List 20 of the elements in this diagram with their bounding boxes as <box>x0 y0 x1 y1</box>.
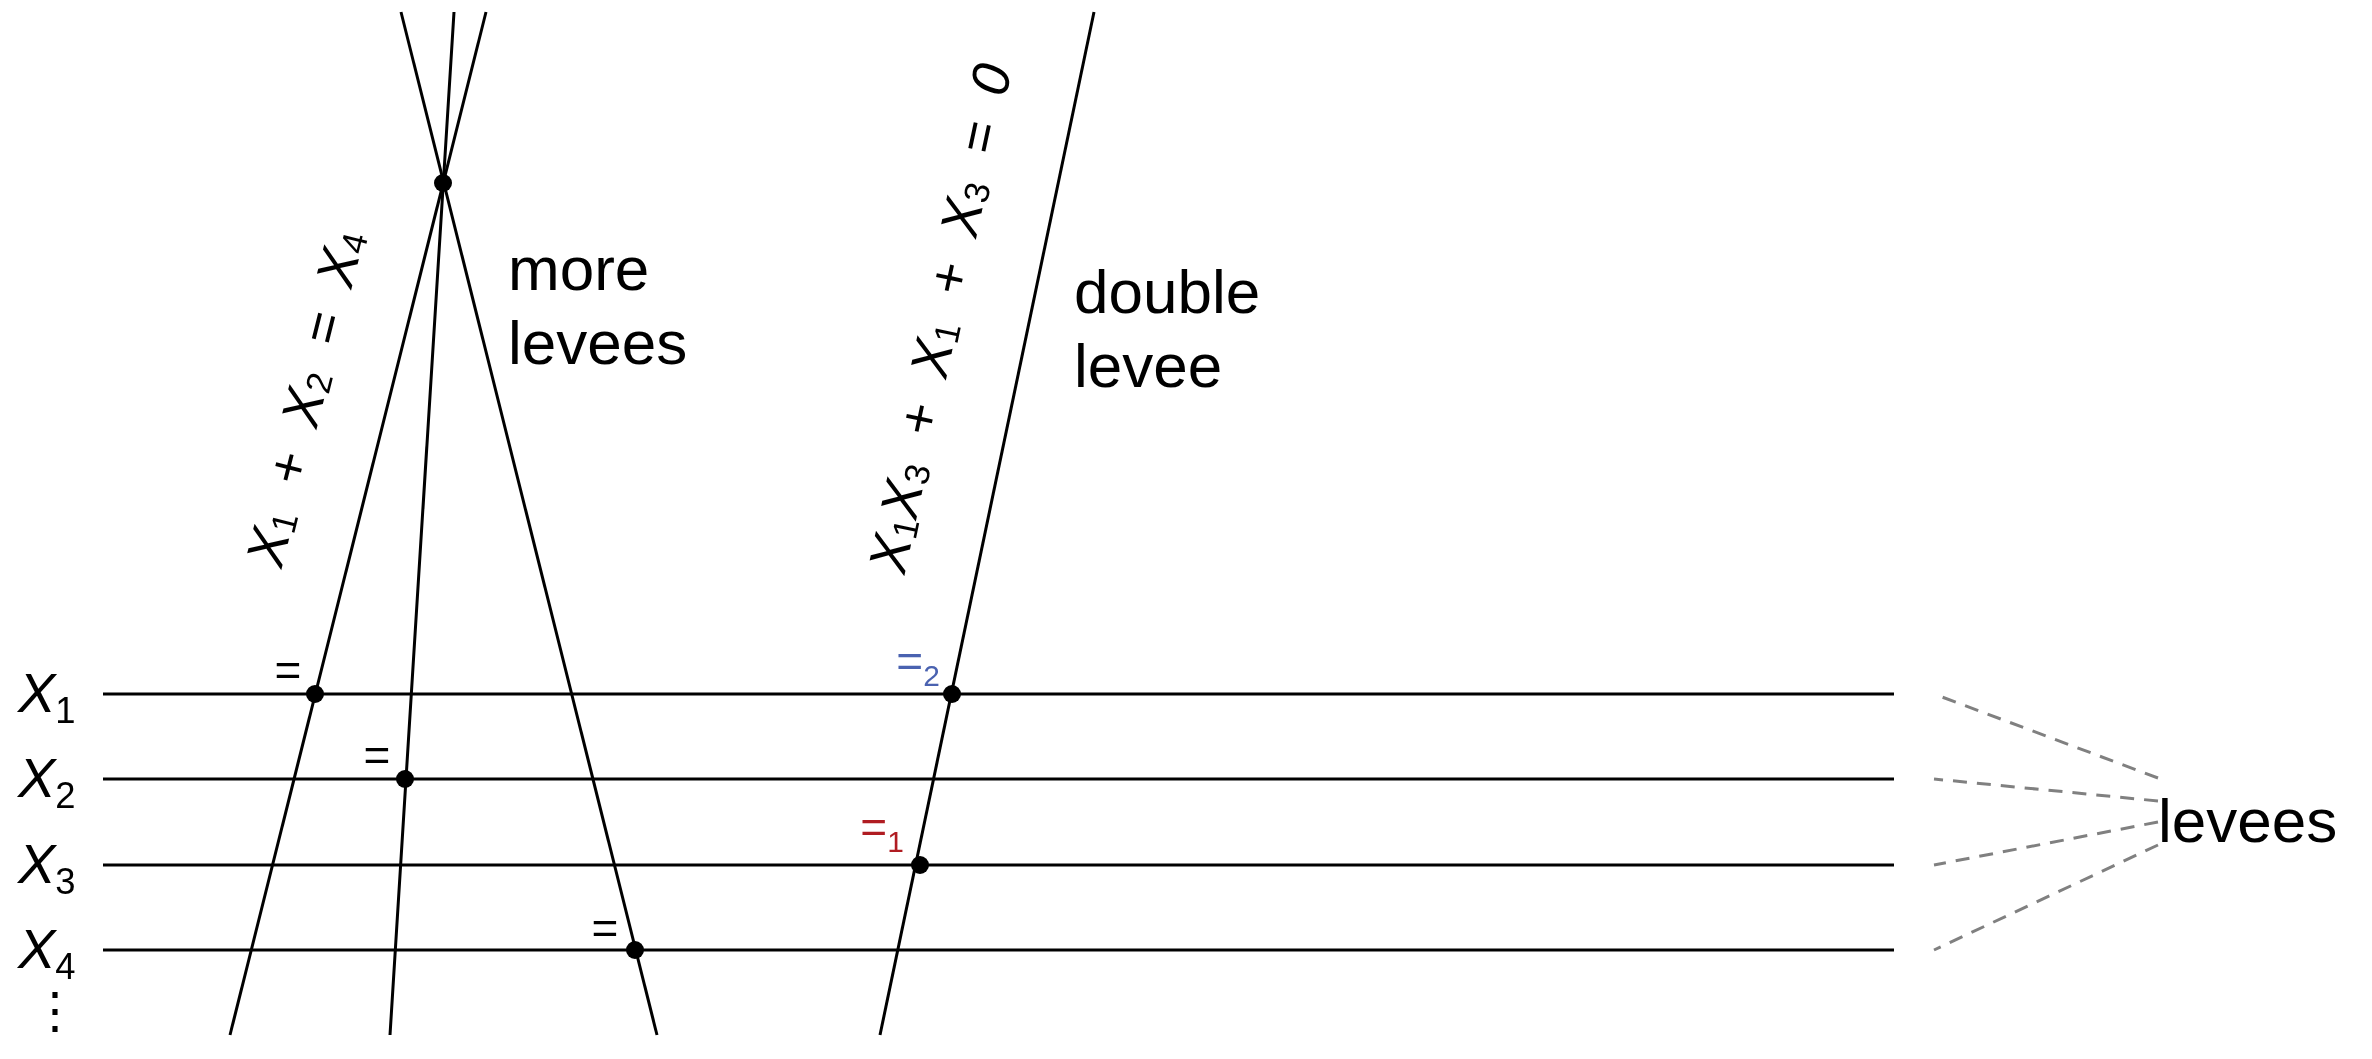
horizontal-line <box>103 777 1894 781</box>
equality-mark: =$_{1}$ <box>860 803 904 857</box>
variable-label: X$_{3}$ <box>18 836 76 901</box>
horizontal-line <box>103 948 1894 952</box>
region-label: more levees <box>508 233 689 380</box>
variable-label: X$_{4}$ <box>18 921 76 986</box>
region-label: double levee <box>1074 256 1262 403</box>
leader-line <box>1933 777 2159 803</box>
equality-mark: =$_{2}$ <box>896 637 940 691</box>
horizontal-line <box>103 863 1894 867</box>
leader-line <box>1933 820 2159 867</box>
horizontal-line <box>103 692 1894 696</box>
variable-label: X$_{1}$ <box>18 665 76 730</box>
equality-mark: = <box>591 905 619 951</box>
variable-label: X$_{2}$ <box>18 750 76 815</box>
leader-line <box>1933 843 2159 952</box>
ellipsis-mark: ⋮ <box>30 985 80 1035</box>
equality-mark: = <box>274 647 302 693</box>
equality-mark: = <box>363 732 391 778</box>
levees-label: levees <box>2158 790 2338 852</box>
